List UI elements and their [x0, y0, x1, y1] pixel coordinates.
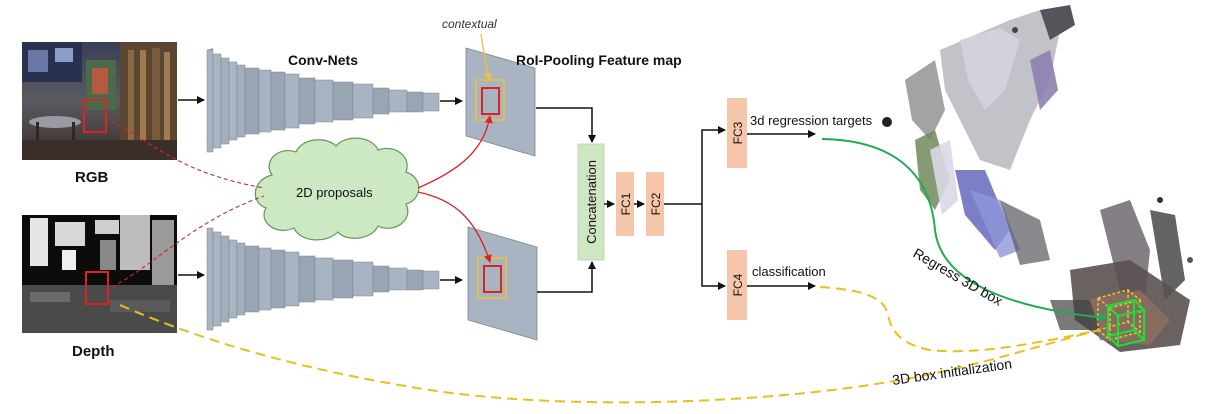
- fc4-label: FC4: [731, 273, 745, 296]
- rgb-label: RGB: [75, 169, 109, 186]
- green-3d-box: [1106, 298, 1146, 348]
- point-cloud-scene: [882, 5, 1193, 352]
- convnet-top: [206, 48, 440, 153]
- fc3-block: [727, 98, 747, 168]
- depth-image: [22, 215, 177, 333]
- fc1-block: [616, 172, 634, 236]
- init-dashed: [119, 304, 1101, 404]
- roi-feature-map-bottom: [467, 226, 538, 341]
- convnet-bottom: [206, 227, 440, 331]
- roi-bottom-to-concat-arrow: [537, 261, 596, 293]
- proposal-to-roi-bottom-arrow: [417, 191, 492, 263]
- fc2-label: FC2: [649, 192, 663, 215]
- regress-3d-box-arrow: [821, 138, 1107, 322]
- proposals-label: 2D proposals: [296, 185, 373, 200]
- regress-box-label: Regress 3D box: [911, 245, 1006, 309]
- branch-to-fc3: [701, 126, 726, 204]
- concatenation-label: Concatenation: [584, 160, 599, 244]
- fc1-label: FC1: [619, 192, 633, 215]
- fc3-label: FC3: [731, 121, 745, 144]
- rgb-proposal-dashed: [105, 117, 265, 189]
- init-label: 3D box initialization: [891, 355, 1013, 388]
- convnets-label: Conv-Nets: [288, 52, 358, 68]
- regression-label: 3d regression targets: [750, 113, 873, 128]
- proposals-cloud: [254, 137, 420, 241]
- roi-label: RoI-Pooling Feature map: [516, 52, 682, 68]
- concatenation-block: [577, 143, 605, 261]
- branch-to-fc4: [701, 204, 726, 290]
- proposal-to-roi-top-arrow: [417, 115, 493, 189]
- contextual-label: contextual: [442, 17, 497, 31]
- rgb-image: [22, 42, 177, 160]
- fc4-block: [727, 250, 747, 320]
- classification-label: classification: [752, 264, 826, 279]
- contextual-arrow: [480, 33, 492, 81]
- depth-proposal-dashed: [105, 195, 265, 291]
- classification-dashed: [819, 286, 1101, 353]
- depth-label: Depth: [72, 343, 115, 360]
- fc2-block: [646, 172, 664, 236]
- roi-top-to-concat-arrow: [536, 107, 596, 143]
